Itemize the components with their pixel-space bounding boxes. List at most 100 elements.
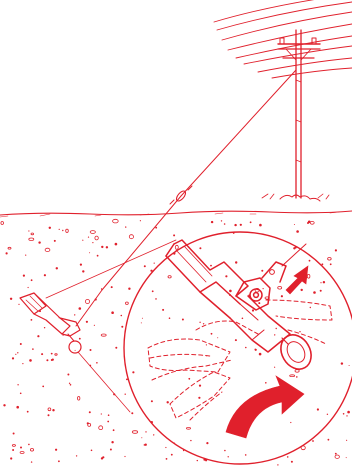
soil-speck <box>233 232 235 234</box>
soil-speck <box>12 449 14 451</box>
soil-speck <box>349 365 350 366</box>
soil-speck <box>20 447 22 449</box>
soil-speck <box>101 413 102 414</box>
soil-speck <box>27 411 29 413</box>
soil-speck <box>290 422 291 423</box>
soil-speck <box>155 298 157 300</box>
soil-speck <box>346 440 347 441</box>
soil-speck <box>106 246 108 248</box>
soil-speck <box>96 362 98 364</box>
soil-speck <box>173 252 175 254</box>
soil-speck <box>142 318 143 319</box>
soil-speck <box>17 352 18 353</box>
soil-speck <box>42 386 44 388</box>
soil-speck <box>79 338 81 340</box>
soil-speck <box>115 243 118 246</box>
soil-speck <box>183 450 184 451</box>
soil-speck <box>199 385 201 387</box>
soil-speck <box>125 394 126 395</box>
soil-speck <box>44 327 45 328</box>
soil-speck <box>132 371 134 373</box>
soil-speck <box>29 359 32 362</box>
soil-speck <box>229 294 231 296</box>
soil-speck <box>23 275 25 277</box>
soil-speck <box>22 363 23 364</box>
soil-speck <box>13 433 15 435</box>
soil-speck <box>152 290 154 292</box>
soil-speck <box>69 383 70 384</box>
soil-speck <box>310 307 311 308</box>
soil-speck <box>197 460 198 461</box>
soil-speck <box>3 404 5 406</box>
soil-speck <box>20 343 22 345</box>
soil-speck <box>12 357 14 359</box>
soil-speck <box>206 355 207 356</box>
soil-speck <box>203 323 204 324</box>
soil-speck <box>144 265 146 267</box>
soil-speck <box>341 362 343 364</box>
soil-speck <box>107 421 109 423</box>
soil-speck <box>101 457 103 459</box>
soil-speck <box>307 345 308 346</box>
soil-speck <box>296 376 298 378</box>
soil-speck <box>242 318 244 320</box>
soil-speck <box>320 282 321 283</box>
soil-speck <box>111 286 113 288</box>
soil-speck <box>110 449 112 451</box>
soil-speck <box>166 458 168 460</box>
soil-speck <box>259 353 262 356</box>
soil-speck <box>210 265 212 267</box>
soil-speck <box>144 444 146 446</box>
soil-speck <box>28 230 29 231</box>
soil-speck <box>59 229 60 230</box>
soil-speck <box>259 224 262 227</box>
soil-speck <box>258 302 260 304</box>
soil-speck <box>86 321 88 323</box>
soil-speck <box>199 322 200 323</box>
soil-speck <box>287 456 289 458</box>
soil-speck <box>327 414 328 415</box>
soil-speck <box>140 220 141 221</box>
soil-speck <box>234 224 236 226</box>
soil-speck <box>128 288 130 290</box>
soil-speck <box>121 326 123 328</box>
soil-speck <box>263 288 264 289</box>
soil-speck <box>199 247 201 249</box>
soil-speck <box>51 359 53 361</box>
soil-speck <box>28 287 29 288</box>
soil-speck <box>162 309 164 311</box>
soil-speck <box>173 234 175 236</box>
soil-speck <box>76 455 77 456</box>
soil-speck <box>265 382 267 384</box>
soil-speck <box>70 384 72 386</box>
soil-speck <box>55 449 57 451</box>
soil-speck <box>95 298 97 300</box>
soil-speck <box>16 406 19 409</box>
soil-speck <box>309 260 311 262</box>
soil-speck <box>174 443 175 444</box>
soil-speck <box>229 290 232 293</box>
soil-speck <box>281 295 283 297</box>
soil-speck <box>255 349 257 351</box>
soil-speck <box>320 290 322 292</box>
soil-speck <box>151 421 153 423</box>
soil-speck <box>154 263 155 264</box>
soil-speck <box>44 274 46 276</box>
soil-speck <box>217 337 218 338</box>
soil-speck <box>252 309 254 311</box>
soil-speck <box>51 353 53 355</box>
soil-speck <box>225 275 227 277</box>
soil-speck <box>124 456 125 457</box>
soil-speck <box>224 450 226 452</box>
soil-speck <box>56 267 58 269</box>
soil-speck <box>82 240 83 241</box>
soil-speck <box>25 255 26 256</box>
soil-speck <box>211 333 213 335</box>
soil-speck <box>10 457 12 459</box>
soil-speck <box>151 400 153 402</box>
soil-speck <box>293 247 295 249</box>
soil-speck <box>322 263 324 265</box>
soil-speck <box>39 310 41 312</box>
soil-speck <box>250 221 252 223</box>
soil-speck <box>167 401 169 403</box>
